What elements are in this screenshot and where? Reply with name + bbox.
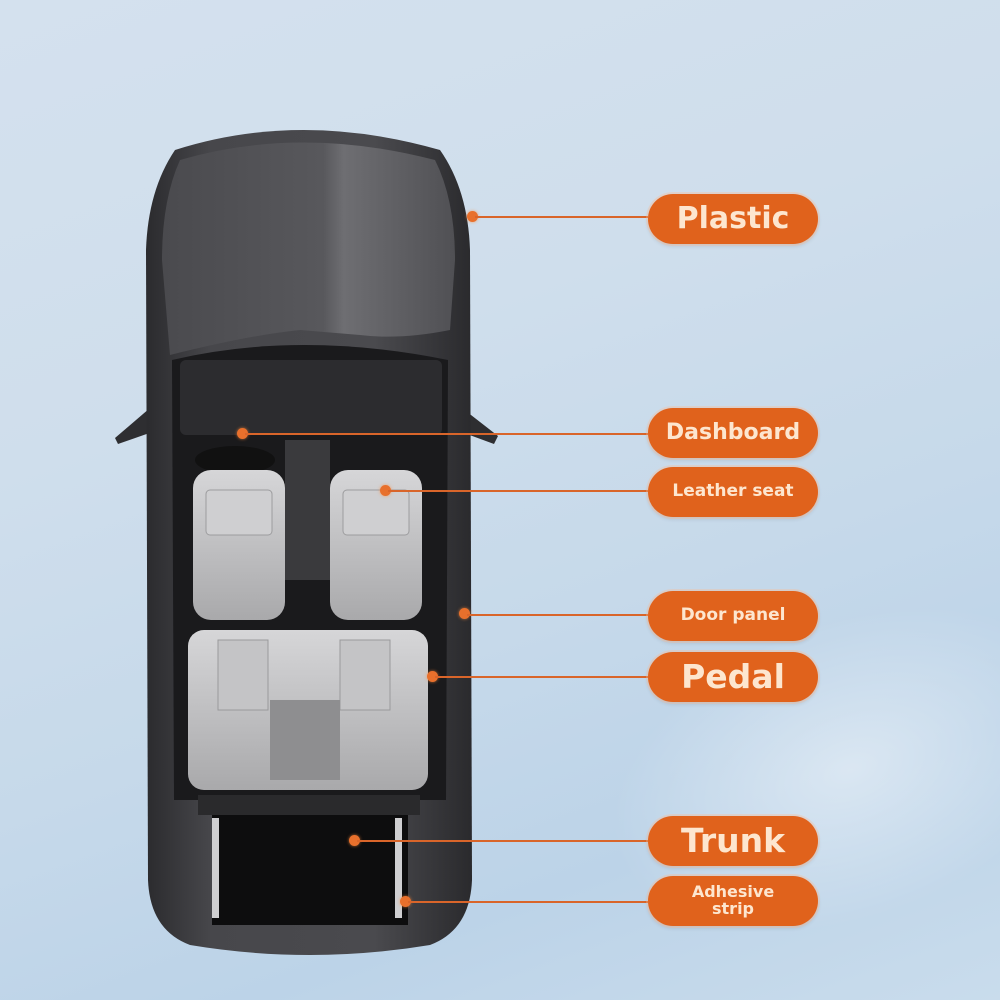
label-door-panel: Door panel [648,591,818,641]
callout-line-dashboard [245,433,648,435]
label-dashboard: Dashboard [648,408,818,458]
callout-line-adhesive-strip [408,901,648,903]
callout-dot-dashboard [237,428,248,439]
label-leather-seat: Leather seat [648,467,818,517]
callout-dot-leather-seat [380,485,391,496]
callout-line-pedal [435,676,648,678]
callout-dot-adhesive-strip [400,896,411,907]
callout-dot-trunk [349,835,360,846]
callout-line-door-panel [467,614,648,616]
callout-line-leather-seat [388,490,648,492]
label-adhesive-strip: Adhesive strip [648,876,818,926]
callout-line-trunk [357,840,648,842]
callout-line-plastic [475,216,648,218]
callout-dot-pedal [427,671,438,682]
label-plastic: Plastic [648,194,818,244]
label-trunk: Trunk [648,816,818,866]
label-pedal: Pedal [648,652,818,702]
callout-dot-plastic [467,211,478,222]
callout-dot-door-panel [459,608,470,619]
